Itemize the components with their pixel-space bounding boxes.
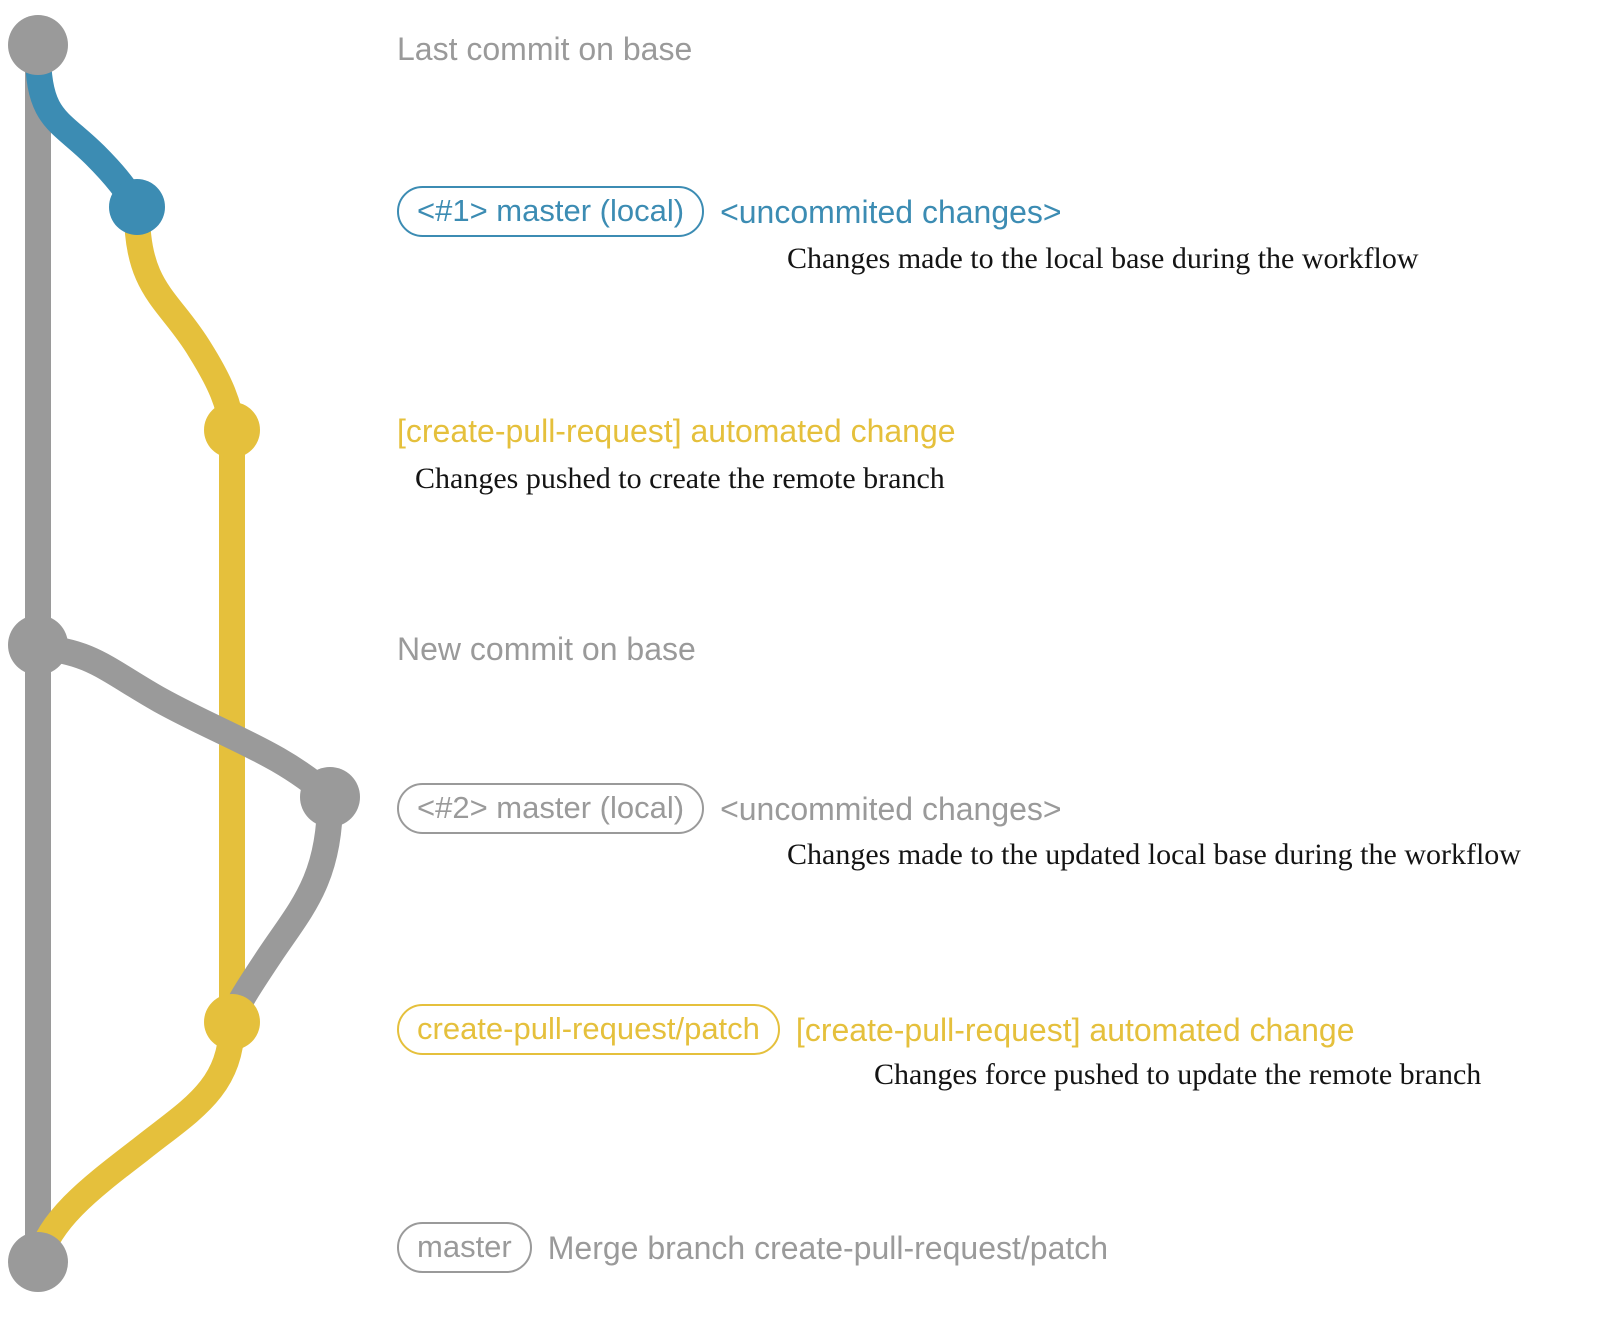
- commit-subject-local-1: <uncommited changes>: [720, 193, 1062, 230]
- edge-basenew-to-local2: [25, 635, 343, 810]
- note-automated-change-2: Changes force pushed to update the remot…: [874, 1058, 1482, 1091]
- commit-node-local-1[interactable]: [109, 179, 165, 235]
- branch-chip-patch[interactable]: create-pull-request/patch: [397, 1004, 780, 1055]
- row-local-2: <#2> master (local) <uncommited changes>: [397, 783, 1062, 834]
- commit-subject-merge: Merge branch create-pull-request/patch: [547, 1229, 1109, 1266]
- row-automated-change-1: [create-pull-request] automated change: [397, 415, 956, 447]
- commit-node-patch-1[interactable]: [204, 402, 260, 458]
- commit-node-local-2[interactable]: [300, 767, 360, 827]
- commit-node-patch-2[interactable]: [204, 994, 260, 1050]
- commit-subject-automated-change-1: [create-pull-request] automated change: [397, 413, 956, 449]
- commit-node-base-new[interactable]: [8, 615, 68, 675]
- commit-subject-last-commit-on-base: Last commit on base: [397, 31, 693, 67]
- branch-chip-master[interactable]: master: [397, 1222, 532, 1273]
- note-automated-change-1: Changes pushed to create the remote bran…: [415, 462, 945, 495]
- commit-subject-new-commit-on-base: New commit on base: [397, 631, 696, 667]
- row-last-commit-on-base: Last commit on base: [397, 33, 692, 65]
- branch-chip-local-1[interactable]: <#1> master (local): [397, 186, 705, 237]
- row-automated-change-2: create-pull-request/patch [create-pull-r…: [397, 1004, 1354, 1055]
- note-local-1: Changes made to the local base during th…: [787, 242, 1419, 275]
- commit-node-base-top[interactable]: [8, 15, 68, 75]
- row-merge-commit: master Merge branch create-pull-request/…: [397, 1222, 1108, 1273]
- note-local-2: Changes made to the updated local base d…: [787, 838, 1521, 871]
- edge-patch2-to-merge: [25, 1013, 245, 1275]
- commit-subject-automated-change-2: [create-pull-request] automated change: [795, 1011, 1355, 1048]
- row-new-commit-on-base: New commit on base: [397, 633, 696, 665]
- commit-node-base-merge[interactable]: [8, 1232, 68, 1292]
- commit-subject-local-2: <uncommited changes>: [720, 790, 1062, 827]
- branch-chip-local-2[interactable]: <#2> master (local): [397, 783, 705, 834]
- row-local-1: <#1> master (local) <uncommited changes>: [397, 186, 1062, 237]
